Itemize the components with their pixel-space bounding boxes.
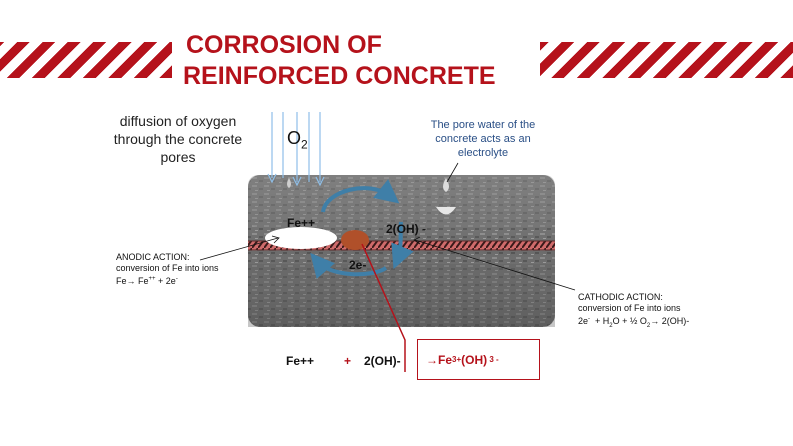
cathodic-action-label: CATHODIC ACTION: conversion of Fe into i…	[578, 292, 689, 332]
cathodic-desc: conversion of Fe into ions	[578, 303, 681, 313]
cathodic-leader-line	[414, 239, 576, 291]
anodic-equation: Fe→ Fe++ + 2e-	[116, 276, 178, 286]
page-title: CORROSION OF REINFORCED CONCRETE	[183, 30, 496, 92]
title-line-1: CORROSION OF	[186, 31, 382, 59]
anodic-title: ANODIC ACTION:	[116, 252, 190, 262]
title-line-2: REINFORCED CONCRETE	[183, 62, 496, 90]
pore-water-label: The pore water of the concrete acts as a…	[430, 119, 536, 159]
equation-fe: Fe++	[286, 354, 315, 368]
result-connector	[361, 243, 406, 372]
cycle-arrow-icon	[310, 179, 414, 279]
anodic-action-label: ANODIC ACTION: conversion of Fe into ion…	[116, 252, 219, 287]
oxygen-arrow-icon	[267, 112, 325, 187]
right-stripe-band	[540, 42, 793, 78]
pore-leader-line	[446, 162, 459, 183]
electron-label: 2e-	[349, 258, 366, 272]
hydroxide-label: 2(OH) -	[386, 222, 426, 236]
equation-plus: +	[344, 354, 352, 368]
fe-ion-label: Fe++	[287, 216, 315, 230]
left-stripe-band	[0, 42, 172, 78]
diffusion-label: diffusion of oxygen through the concrete…	[113, 113, 243, 165]
anodic-desc: conversion of Fe into ions	[116, 263, 219, 273]
oxygen-label: O2	[287, 128, 308, 152]
rust-spot-icon	[341, 230, 369, 250]
anodic-leader-line	[199, 237, 279, 261]
anode-oval	[265, 227, 337, 249]
equation-hydroxide: 2(OH)-	[364, 354, 401, 368]
cathodic-title: CATHODIC ACTION:	[578, 292, 663, 302]
cathodic-equation: 2e- + H2O + ½ O2→ 2(OH)-	[578, 316, 690, 329]
